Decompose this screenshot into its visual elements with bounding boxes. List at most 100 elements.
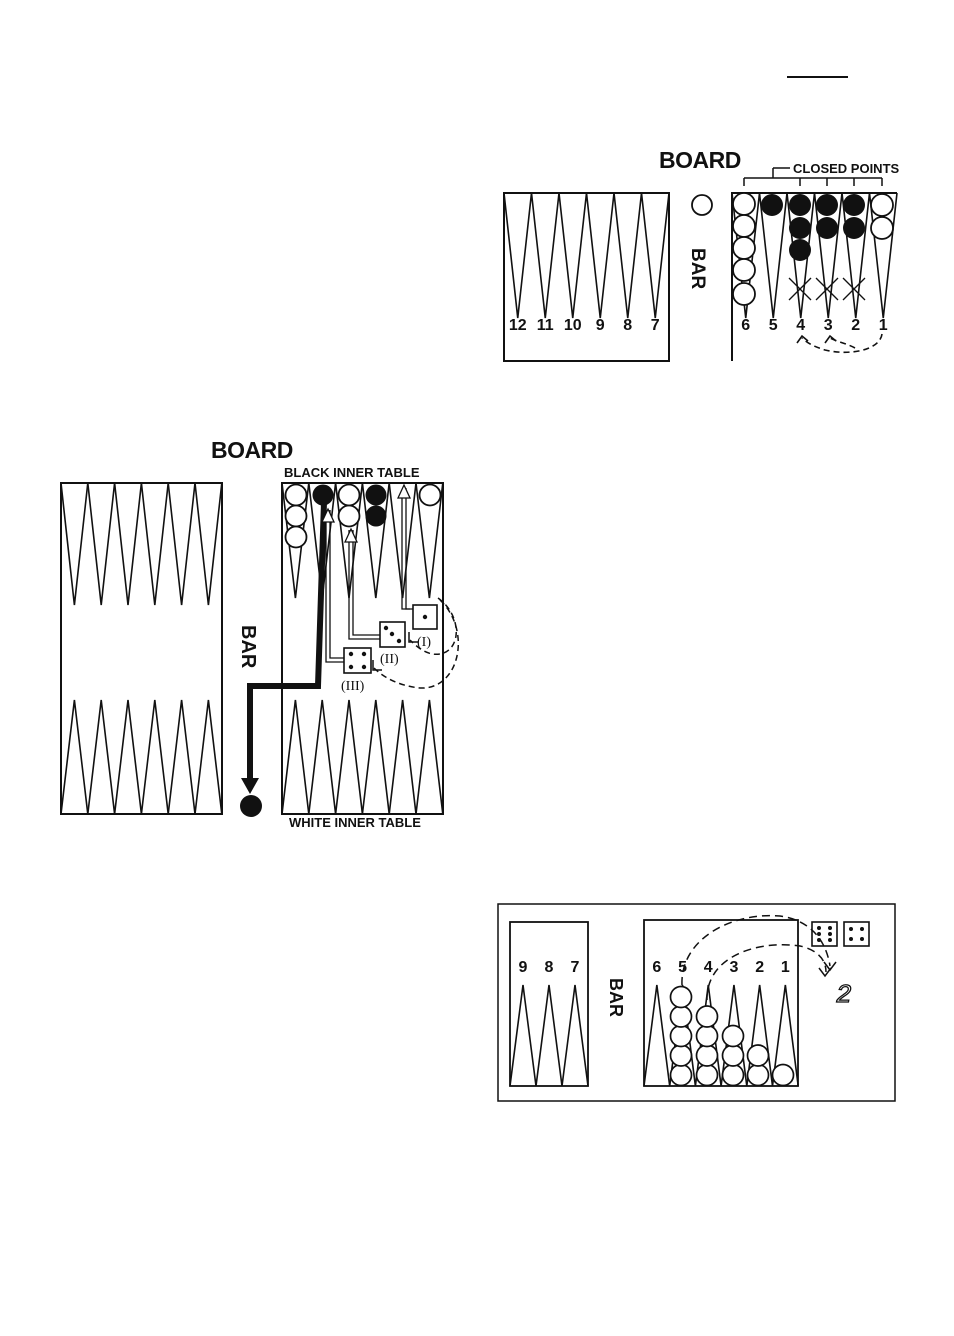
point-triangle: [115, 700, 142, 814]
point-triangle: [195, 483, 222, 605]
bear-off-arrows: [682, 916, 830, 1000]
point-number: 4: [704, 959, 713, 976]
point-number: 6: [652, 959, 661, 976]
point-triangle: [504, 193, 532, 318]
point-triangle: [141, 483, 168, 605]
checker-white: [697, 1065, 718, 1086]
arrowheads-1: [797, 336, 836, 343]
bar-label-3: BAR: [606, 978, 626, 1017]
point-triangle: [642, 193, 670, 318]
point-triangle: [562, 985, 588, 1086]
checker-black: [366, 485, 387, 506]
point-triangle: [389, 700, 416, 814]
point-triangle: [336, 700, 363, 814]
checker-white: [286, 506, 307, 527]
checker-white: [697, 1026, 718, 1047]
point-triangle: [61, 483, 88, 605]
checker-black: [843, 217, 865, 239]
checker-white: [420, 485, 441, 506]
left-triangles-2: [61, 483, 222, 814]
point-triangle: [195, 700, 222, 814]
point-number: 9: [596, 317, 605, 334]
point-number: 3: [729, 959, 738, 976]
die-three: [380, 622, 405, 647]
point-triangle: [510, 985, 536, 1086]
checker-black: [761, 194, 783, 216]
point-number: 7: [571, 959, 580, 976]
board-title-2: BOARD: [211, 437, 293, 463]
point-triangle: [115, 483, 142, 605]
checker-white: [723, 1065, 744, 1086]
point-triangle: [168, 483, 195, 605]
point-number: 1: [781, 959, 790, 976]
bar-checker-white: [692, 195, 712, 215]
point-triangle: [282, 700, 309, 814]
checker-black: [789, 239, 811, 261]
left-panel-3: [510, 922, 588, 1086]
checker-white: [286, 527, 307, 548]
closed-points-label: CLOSED POINTS: [793, 161, 900, 176]
point-triangle: [309, 700, 336, 814]
point-number: 6: [741, 317, 750, 334]
checker-white: [748, 1065, 769, 1086]
dashed-move-arrows-1: [802, 334, 882, 352]
black-inner-table-label: BLACK INNER TABLE: [284, 465, 420, 480]
checker-black: [789, 217, 811, 239]
point-triangle: [168, 700, 195, 814]
checker-white: [697, 1006, 718, 1027]
checker-white: [339, 485, 360, 506]
point-number: 5: [769, 317, 778, 334]
point-number: 8: [545, 959, 554, 976]
point-number: 11: [537, 317, 554, 334]
point-number: 7: [651, 317, 660, 334]
die-four: [344, 648, 371, 673]
left-panel-2: [61, 483, 222, 814]
checker-white: [339, 506, 360, 527]
checker-white: [733, 237, 755, 259]
right-point-numbers-1: 654321: [741, 317, 888, 334]
point-triangle: [141, 700, 168, 814]
bar-label-1: BAR: [687, 248, 708, 289]
checker-white: [733, 193, 755, 215]
left-point-numbers-1: 121110987: [509, 317, 660, 334]
checker-white: [697, 1045, 718, 1066]
die-one: [413, 605, 437, 629]
point-triangle: [614, 193, 642, 318]
checker-white: [733, 259, 755, 281]
point-triangle: [88, 700, 115, 814]
checker-black: [816, 194, 838, 216]
bar-checker-black: [240, 795, 262, 817]
point-number: 12: [509, 317, 527, 334]
point-triangle: [88, 483, 115, 605]
left-point-numbers-3: 987: [519, 959, 580, 976]
checker-white: [723, 1026, 744, 1047]
point-number: 9: [519, 959, 528, 976]
bar-label-2: BAR: [237, 625, 259, 669]
checker-black: [789, 194, 811, 216]
point-triangle: [559, 193, 587, 318]
checker-white: [773, 1065, 794, 1086]
point-triangle: [532, 193, 560, 318]
bear-off-arrowheads: [819, 962, 836, 976]
point-triangle: [536, 985, 562, 1086]
point-triangle: [61, 700, 88, 814]
point-number: 4: [796, 317, 805, 334]
point-triangle: [416, 700, 443, 814]
checker-white: [871, 217, 893, 239]
checker-white: [671, 987, 692, 1008]
point-number: 5: [678, 959, 687, 976]
checker-black: [366, 506, 387, 527]
point-number: 8: [623, 317, 632, 334]
checker-white: [671, 1006, 692, 1027]
checker-white: [671, 1026, 692, 1047]
diagram-enter-from-bar: BOARD BLACK INNER TABLE BAR: [61, 437, 458, 830]
checker-white: [286, 485, 307, 506]
white-inner-table-label: WHITE INNER TABLE: [289, 815, 421, 830]
left-triangles-3: [510, 985, 588, 1086]
point-triangle: [362, 700, 389, 814]
checker-white: [871, 194, 893, 216]
checker-white: [671, 1065, 692, 1086]
